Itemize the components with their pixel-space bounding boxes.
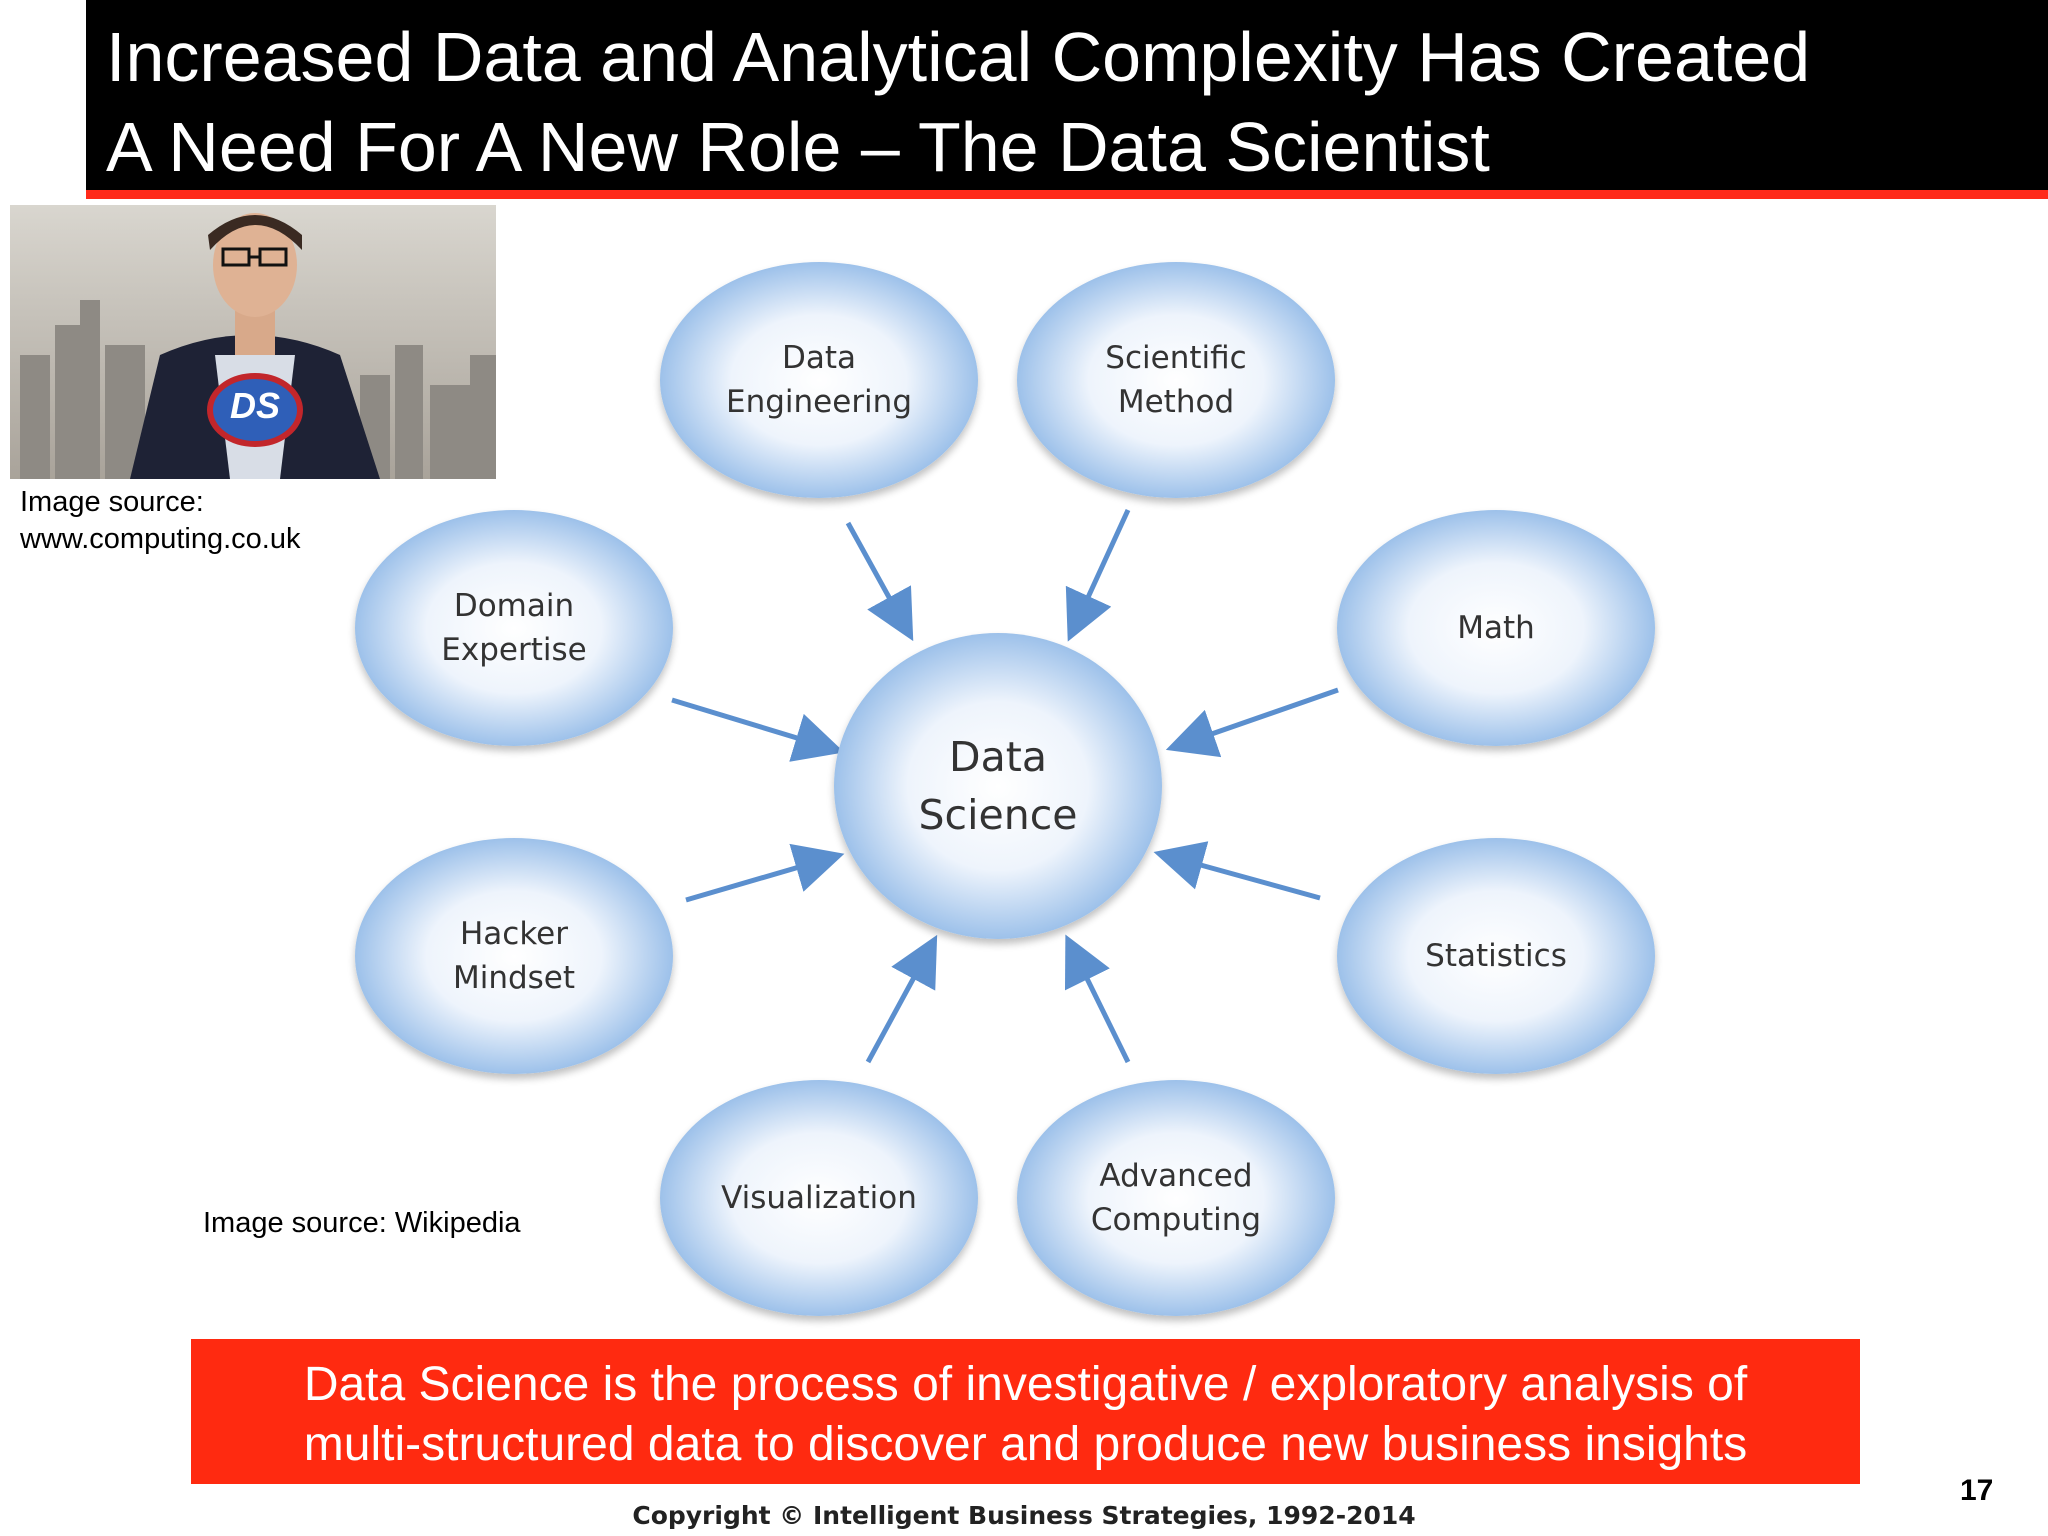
arrow-advanced-computing	[1064, 934, 1131, 1064]
node-line1: Scientific	[1105, 340, 1247, 376]
title-underline	[86, 190, 2048, 199]
node-bubble-statistics	[1337, 838, 1655, 1074]
node-line2: Mindset	[452, 960, 576, 996]
arrow-visualization	[865, 934, 938, 1064]
node-bubble-hacker-mindset	[355, 838, 673, 1074]
image-source-top: Image source: www.computing.co.uk	[20, 484, 300, 558]
copyright-footer: Copyright © Intelligent Business Strateg…	[632, 1501, 1416, 1530]
image-source-label: Image source:	[20, 486, 204, 518]
superhero-photo: DS	[10, 205, 496, 479]
node-line2: Engineering	[726, 384, 912, 420]
arrow-domain-expertise	[671, 697, 845, 762]
node-line1: Data	[781, 340, 857, 376]
image-source-bottom: Image source: Wikipedia	[203, 1207, 521, 1239]
center-label-line2: Science	[918, 791, 1078, 839]
callout-line2: multi-structured data to discover and pr…	[303, 1418, 1748, 1471]
node-line1: Domain	[453, 588, 575, 624]
arrow-scientific-method	[1065, 508, 1131, 642]
arrow-hacker-mindset	[685, 843, 845, 903]
callout-line1: Data Science is the process of investiga…	[303, 1358, 1748, 1411]
node-label-visualization: Visualization	[660, 1080, 978, 1316]
definition-callout: Data Science is the process of investiga…	[191, 1339, 1860, 1484]
node-bubble-scientific-method	[1017, 262, 1335, 498]
arrow-math	[1165, 687, 1339, 758]
node-label-statistics: Statistics	[1337, 838, 1655, 1074]
node-bubble-advanced-computing	[1017, 1080, 1335, 1316]
slide-title: Increased Data and Analytical Complexity…	[106, 12, 2036, 192]
node-bubble-math	[1337, 510, 1655, 746]
node-bubble-visualization	[660, 1080, 978, 1316]
center-node-label: Data Science	[834, 633, 1162, 939]
slide-title-line1: Increased Data and Analytical Complexity…	[106, 18, 1811, 96]
slide-title-line2: A Need For A New Role – The Data Scienti…	[106, 108, 1490, 186]
node-line2: Computing	[1090, 1202, 1262, 1238]
node-line2: Expertise	[441, 632, 587, 668]
node-line2: Method	[1117, 384, 1235, 420]
page-number: 17	[1960, 1474, 1994, 1507]
node-line1: Hacker	[459, 916, 568, 952]
node-line1: Advanced	[1099, 1158, 1253, 1194]
arrow-statistics	[1153, 841, 1321, 901]
node-line1: Visualization	[721, 1180, 917, 1216]
center-label-line1: Data	[949, 733, 1047, 781]
businessman-figure	[130, 213, 380, 479]
node-bubble-domain-expertise	[355, 510, 673, 746]
title-bar	[86, 0, 2048, 190]
ds-badge-text: DS	[229, 385, 280, 426]
center-bubble-data-science	[834, 633, 1162, 939]
node-line1: Math	[1457, 610, 1535, 646]
arrow-data-engineering	[845, 521, 914, 642]
node-bubble-data-engineering	[660, 262, 978, 498]
node-line1: Statistics	[1425, 938, 1567, 974]
image-source-url: www.computing.co.uk	[20, 523, 301, 555]
node-label-math: Math	[1337, 510, 1655, 746]
